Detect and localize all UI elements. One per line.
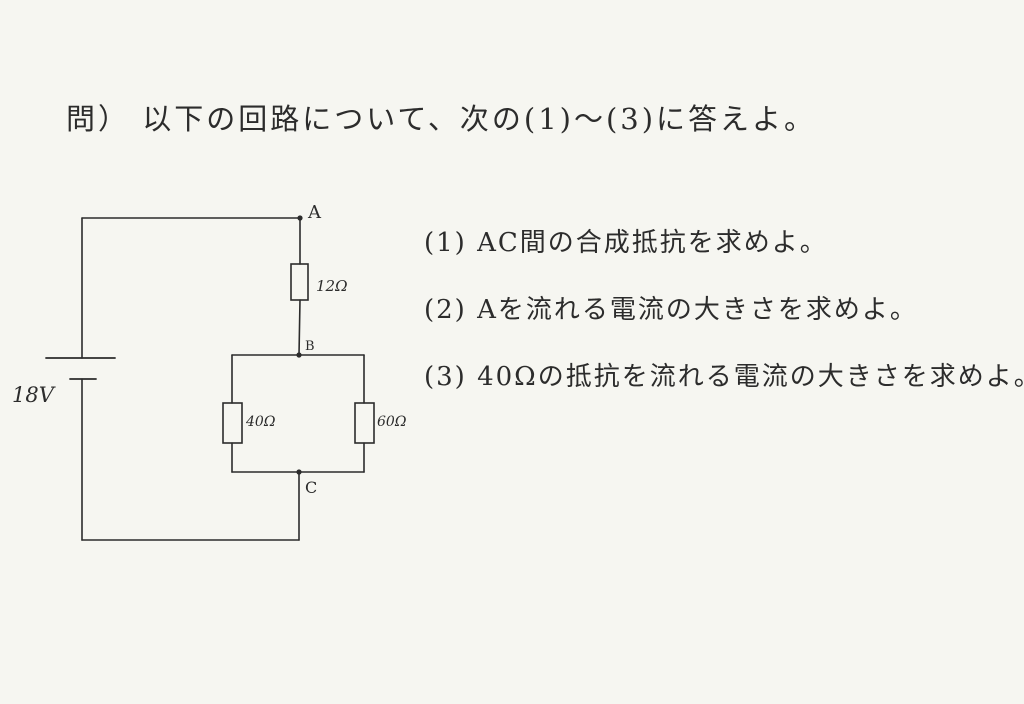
resistor-12-label: 12Ω (316, 277, 348, 295)
node-c-label: C (305, 478, 317, 497)
question-2: (2) Aを流れる電流の大きさを求めよ。 (424, 295, 918, 325)
resistor-12-ohm (290, 263, 309, 301)
problem-title: 問） 以下の回路について、次の(1)～(3)に答えよ。 (66, 102, 817, 136)
node-a-dot (297, 215, 303, 221)
wire-r1-b (298, 299, 301, 356)
question-3: (3) 40Ωの抵抗を流れる電流の大きさを求めよ。 (424, 362, 1024, 392)
node-b-label: B (305, 339, 315, 354)
resistor-40-ohm (222, 402, 243, 444)
battery-voltage-label: 18V (12, 383, 56, 407)
node-a-label: A (307, 202, 322, 223)
resistor-60-ohm (354, 402, 375, 444)
node-b-dot (296, 352, 302, 358)
resistor-60-label: 60Ω (377, 414, 407, 430)
node-c-dot (296, 469, 302, 475)
question-1: (1) AC間の合成抵抗を求めよ。 (424, 228, 828, 258)
resistor-40-label: 40Ω (245, 414, 276, 430)
